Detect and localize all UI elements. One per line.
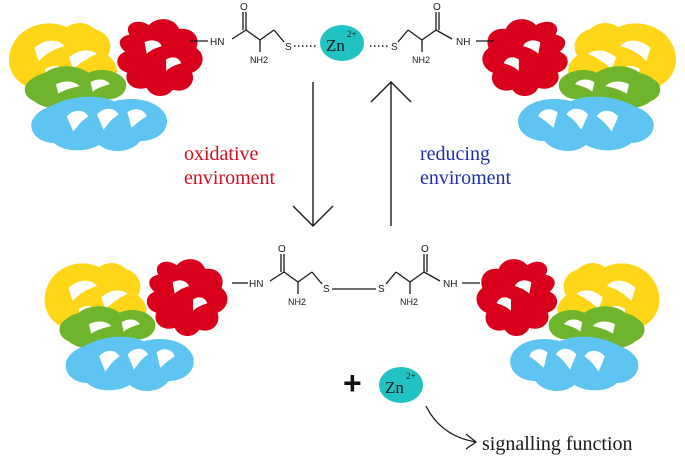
top-zinc-ion: Zn 2+ [320,25,364,61]
plus-sign: + [343,365,362,401]
oxidative-label-line1: oxidative [184,143,259,165]
top-left-nh2-label: NH2 [250,55,268,65]
top-right-protein [482,19,677,151]
reduction-arrow [370,81,412,226]
top-left-protein [8,19,203,151]
top-right-nh-label: NH [456,37,470,48]
bottom-left-protein [44,259,228,391]
top-right-nh2-label: NH2 [412,55,430,65]
top-left-hn-label: HN [210,37,224,48]
top-zinc-charge: 2+ [347,29,357,39]
signalling-function-label: signalling function [482,433,633,455]
oxidation-arrow [292,82,334,227]
top-zinc-symbol: Zn [326,36,345,55]
bottom-right-protein [476,259,660,391]
bottom-left-hn-label: HN [249,279,263,290]
top-left-s-label: S [285,42,292,53]
top-right-cysteine [397,12,494,52]
released-zinc-charge: 2+ [406,371,416,381]
bottom-left-s-label: S [323,284,330,295]
bottom-right-nh-label: NH [443,279,457,290]
top-left-cysteine [190,12,285,52]
released-zinc-ion: Zn 2+ [379,367,423,403]
bottom-right-s-label: S [378,284,385,295]
oxidative-label-line2: enviroment [184,167,276,189]
signalling-arrow [425,405,478,450]
reducing-label-line2: enviroment [420,167,512,189]
top-right-o-label: O [433,2,441,13]
bottom-right-nh2-label: NH2 [400,297,418,307]
bottom-left-o-label: O [278,244,286,255]
released-zinc-symbol: Zn [385,378,404,397]
reducing-label-line1: reducing [420,143,490,165]
bottom-left-cysteine [232,254,323,294]
top-right-s-label: S [391,42,398,53]
top-left-o-label: O [240,2,248,13]
bottom-right-o-label: O [421,244,429,255]
bottom-right-cysteine [385,254,480,294]
bottom-left-nh2-label: NH2 [288,297,306,307]
